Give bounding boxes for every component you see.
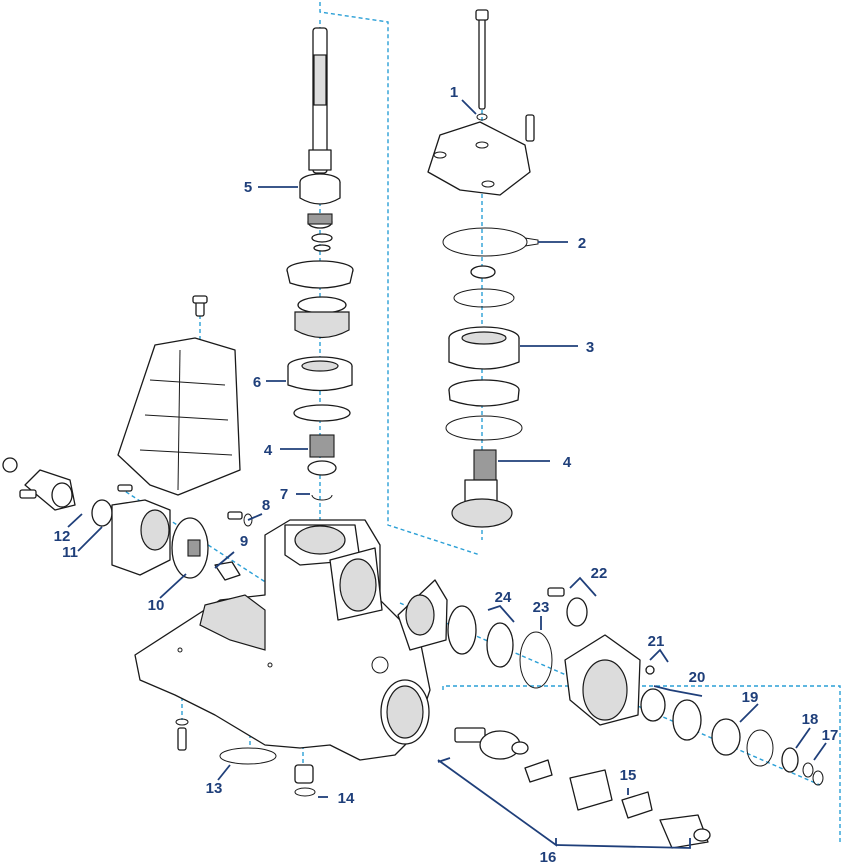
left-side-components bbox=[2, 457, 253, 581]
callout-2: 2 bbox=[578, 235, 586, 252]
callout-20: 20 bbox=[689, 669, 706, 686]
callout-21: 21 bbox=[648, 633, 665, 650]
callout-10: 10 bbox=[148, 597, 165, 614]
leader-lines bbox=[67, 99, 827, 849]
small-parts bbox=[175, 718, 316, 797]
callout-16: 16 bbox=[540, 849, 557, 864]
callout-17: 17 bbox=[822, 727, 839, 744]
callout-labels: 1 2 3 4 4 5 6 7 8 9 10 11 12 13 14 15 16… bbox=[54, 84, 839, 864]
callout-13: 13 bbox=[206, 780, 223, 797]
callout-4-left: 4 bbox=[264, 442, 273, 459]
callout-15: 15 bbox=[620, 767, 637, 784]
callout-24: 24 bbox=[495, 589, 512, 606]
callout-9: 9 bbox=[240, 533, 248, 550]
drive-shaft-stack bbox=[286, 27, 354, 501]
callout-5: 5 bbox=[244, 179, 252, 196]
callout-22: 22 bbox=[591, 565, 608, 582]
callout-23: 23 bbox=[533, 599, 550, 616]
callout-19: 19 bbox=[742, 689, 759, 706]
callout-12: 12 bbox=[54, 528, 71, 545]
callout-6: 6 bbox=[253, 374, 261, 391]
universal-joint-assembly bbox=[454, 727, 711, 849]
cover-shield bbox=[117, 295, 241, 496]
callout-8: 8 bbox=[262, 497, 270, 514]
callout-11: 11 bbox=[62, 544, 78, 561]
callout-18: 18 bbox=[802, 711, 819, 728]
right-gear-stack bbox=[427, 9, 539, 528]
callout-3: 3 bbox=[586, 339, 594, 356]
callout-7: 7 bbox=[280, 486, 288, 503]
side-bearings-and-plate bbox=[397, 579, 824, 786]
callout-4-right: 4 bbox=[563, 454, 572, 471]
callout-14: 14 bbox=[338, 790, 355, 807]
callout-1: 1 bbox=[450, 84, 458, 101]
gear-housing bbox=[134, 519, 431, 761]
